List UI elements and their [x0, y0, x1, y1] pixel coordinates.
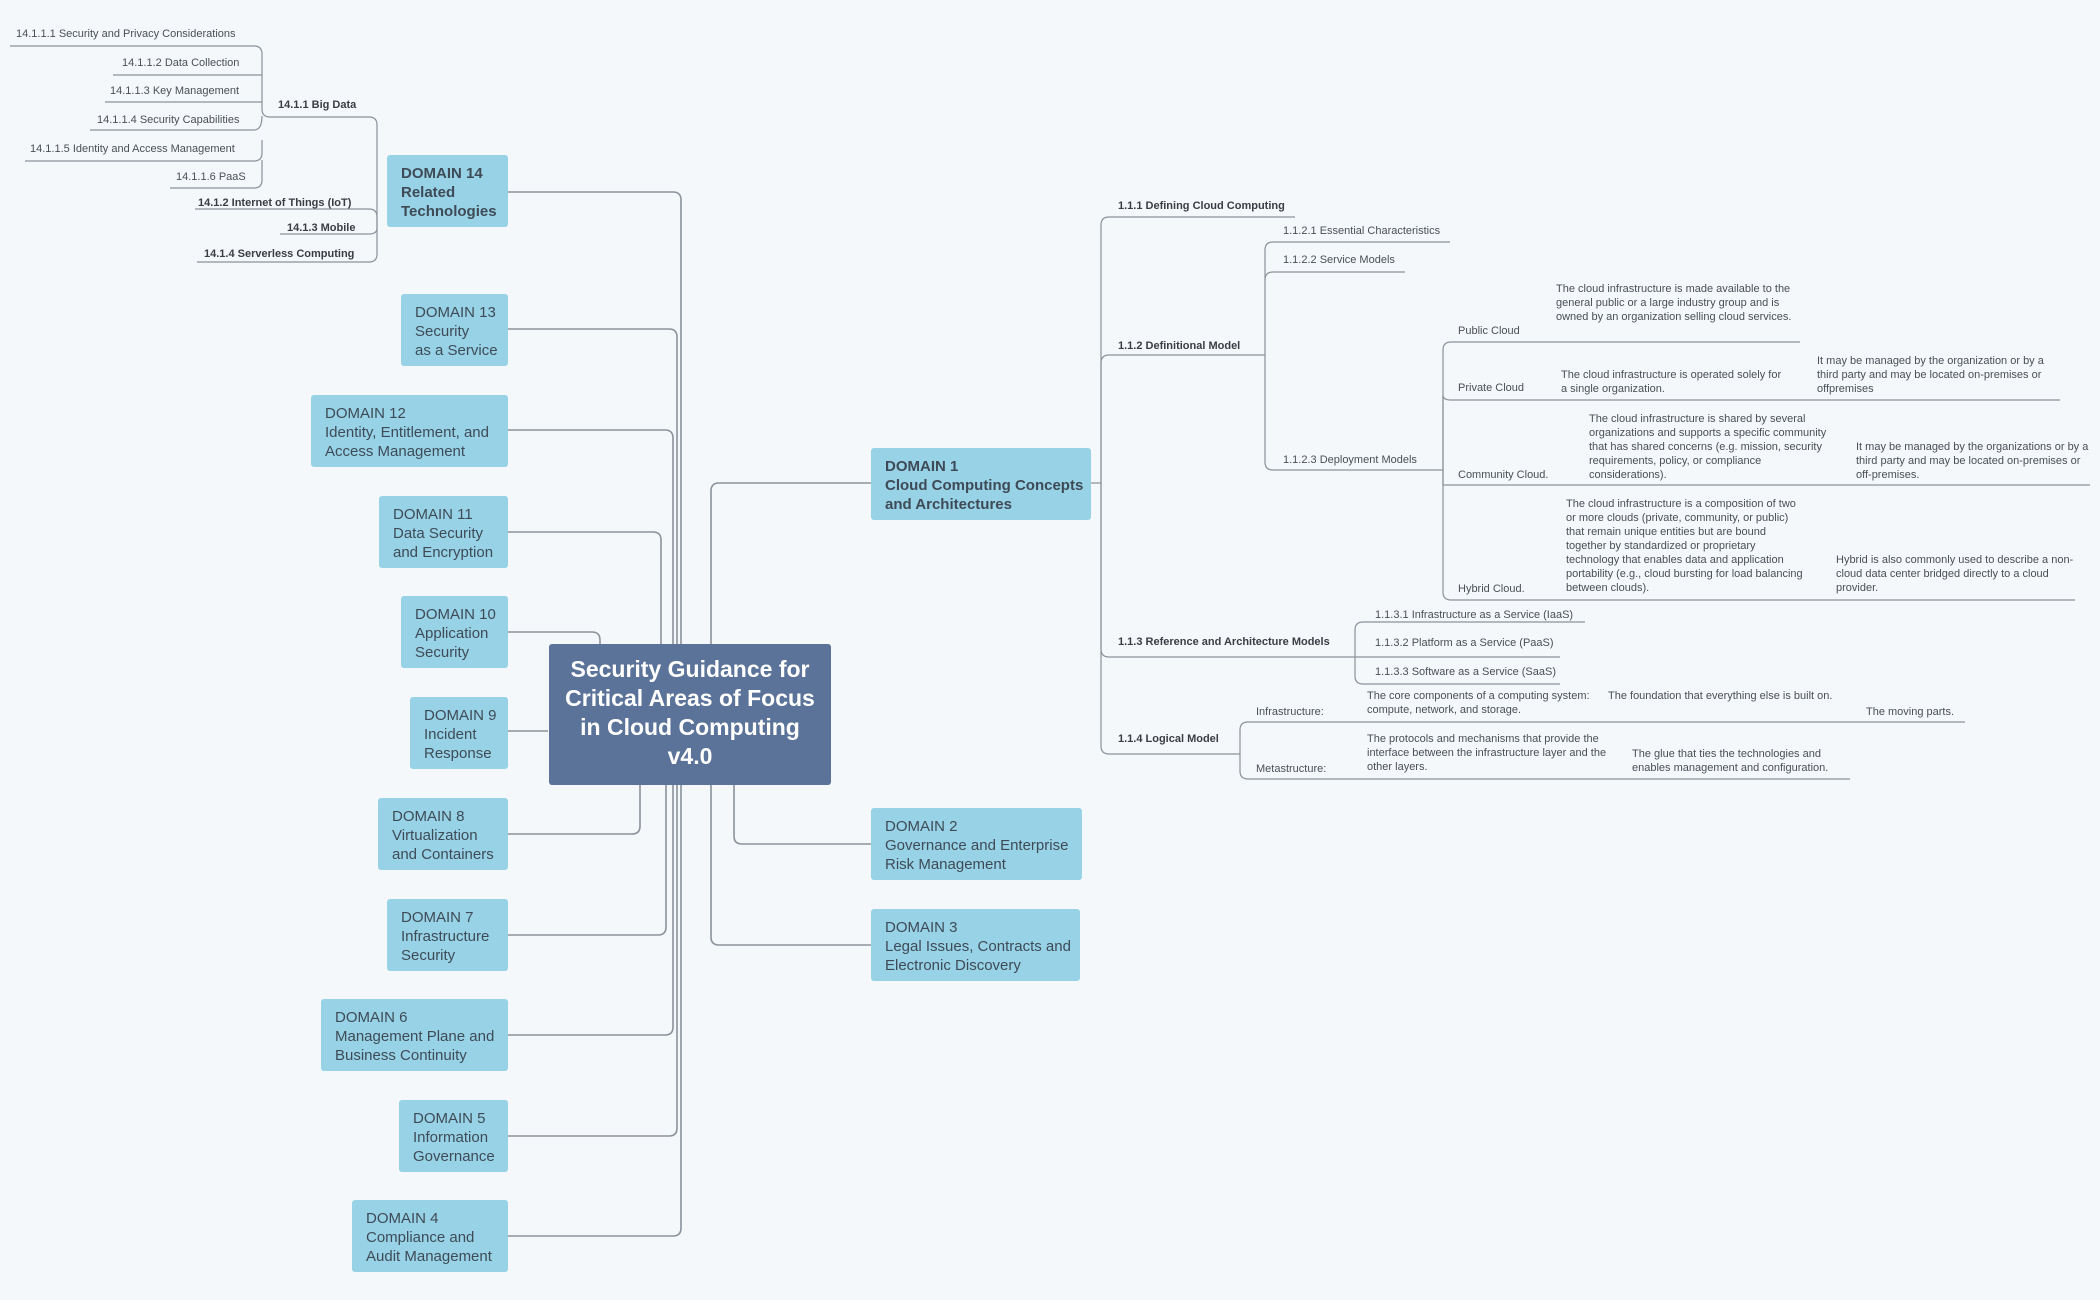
- private-cloud-desc: The cloud infrastructure is operated sol…: [1561, 369, 1782, 395]
- big-data-item[interactable]: 14.1.1.1 Security and Privacy Considerat…: [16, 28, 236, 40]
- domain-6-title-line1: Management Plane and: [335, 1028, 495, 1045]
- domain-2-node[interactable]: DOMAIN 2 Governance and Enterprise Risk …: [871, 808, 1082, 880]
- domain-7-node[interactable]: DOMAIN 7 Infrastructure Security: [387, 899, 508, 971]
- big-data-item[interactable]: 14.1.1.3 Key Management: [110, 85, 240, 97]
- metastructure-label[interactable]: Metastructure:: [1256, 763, 1327, 775]
- domain-5-title-line2: Governance: [413, 1148, 495, 1165]
- domain-1-title-line1: Cloud Computing Concepts: [885, 477, 1084, 494]
- iot-topic[interactable]: 14.1.2 Internet of Things (IoT): [198, 197, 352, 209]
- saas-topic[interactable]: 1.1.3.3 Software as a Service (SaaS): [1375, 666, 1556, 678]
- domain-1-number: DOMAIN 1: [885, 458, 959, 475]
- serverless-topic[interactable]: 14.1.4 Serverless Computing: [204, 248, 355, 260]
- domain-8-node[interactable]: DOMAIN 8 Virtualization and Containers: [378, 798, 508, 870]
- domain-8-title-line1: Virtualization: [392, 827, 478, 844]
- domain-10-title-line1: Application: [415, 625, 489, 642]
- domain-1-title-line2: and Architectures: [885, 496, 1012, 513]
- defining-cloud-topic[interactable]: 1.1.1 Defining Cloud Computing: [1118, 200, 1285, 212]
- domain-12-number: DOMAIN 12: [325, 405, 406, 422]
- domain-7-title-line2: Security: [401, 947, 456, 964]
- domain-3-node[interactable]: DOMAIN 3 Legal Issues, Contracts and Ele…: [871, 909, 1080, 981]
- domain-5-title-line1: Information: [413, 1129, 489, 1146]
- hybrid-cloud-desc: The cloud infrastructure is a compositio…: [1566, 498, 1803, 594]
- public-cloud-label[interactable]: Public Cloud: [1458, 325, 1520, 337]
- domain-9-node[interactable]: DOMAIN 9 Incident Response: [410, 697, 508, 769]
- domain-13-title-line2: as a Service: [415, 342, 498, 359]
- definitional-model-topic[interactable]: 1.1.2 Definitional Model: [1118, 340, 1241, 352]
- private-cloud-note: It may be managed by the organization or…: [1817, 355, 2044, 395]
- domain-3-title-line2: Electronic Discovery: [885, 957, 1021, 974]
- domain-4-node[interactable]: DOMAIN 4 Compliance and Audit Management: [352, 1200, 508, 1272]
- domain-10-number: DOMAIN 10: [415, 606, 496, 623]
- domain-5-number: DOMAIN 5: [413, 1110, 486, 1127]
- domain-14-title-line2: Technologies: [401, 203, 497, 220]
- domain-7-number: DOMAIN 7: [401, 909, 474, 926]
- domain-11-node[interactable]: DOMAIN 11 Data Security and Encryption: [379, 496, 508, 568]
- logical-model-topic[interactable]: 1.1.4 Logical Model: [1118, 733, 1219, 745]
- metastructure-desc: The protocols and mechanisms that provid…: [1367, 733, 1607, 773]
- domain-5-node[interactable]: DOMAIN 5 Information Governance: [399, 1100, 508, 1172]
- iaas-topic[interactable]: 1.1.3.1 Infrastructure as a Service (Iaa…: [1375, 609, 1574, 621]
- domain-14-node[interactable]: DOMAIN 14 Related Technologies: [387, 155, 508, 227]
- infrastructure-note-2: The moving parts.: [1866, 706, 1955, 718]
- infrastructure-desc: The core components of a computing syste…: [1367, 690, 1590, 716]
- private-cloud-label[interactable]: Private Cloud: [1458, 382, 1525, 394]
- infrastructure-label[interactable]: Infrastructure:: [1256, 706, 1324, 718]
- domain-6-number: DOMAIN 6: [335, 1009, 408, 1026]
- domain-13-number: DOMAIN 13: [415, 304, 496, 321]
- big-data-item[interactable]: 14.1.1.4 Security Capabilities: [97, 114, 240, 126]
- domain-2-title-line1: Governance and Enterprise: [885, 837, 1069, 854]
- domain-3-number: DOMAIN 3: [885, 919, 958, 936]
- domain-12-title-line2: Access Management: [325, 443, 466, 460]
- domain-8-number: DOMAIN 8: [392, 808, 465, 825]
- central-topic[interactable]: Security Guidance for Critical Areas of …: [549, 644, 831, 785]
- domain-1-node[interactable]: DOMAIN 1 Cloud Computing Concepts and Ar…: [871, 448, 1091, 520]
- reference-models-topic[interactable]: 1.1.3 Reference and Architecture Models: [1118, 636, 1330, 648]
- domain-14-number: DOMAIN 14: [401, 165, 483, 182]
- domain-12-title-line1: Identity, Entitlement, and: [325, 424, 489, 441]
- domain-3-title-line1: Legal Issues, Contracts and: [885, 938, 1071, 955]
- domain-10-node[interactable]: DOMAIN 10 Application Security: [401, 596, 508, 668]
- domain-6-node[interactable]: DOMAIN 6 Management Plane and Business C…: [321, 999, 508, 1071]
- paas-topic[interactable]: 1.1.3.2 Platform as a Service (PaaS): [1375, 637, 1554, 649]
- deployment-models-topic[interactable]: 1.1.2.3 Deployment Models: [1283, 454, 1417, 466]
- big-data-item[interactable]: 14.1.1.6 PaaS: [176, 171, 246, 183]
- essential-characteristics-topic[interactable]: 1.1.2.1 Essential Characteristics: [1283, 225, 1441, 237]
- domain-8-title-line2: and Containers: [392, 846, 494, 863]
- domain-13-node[interactable]: DOMAIN 13 Security as a Service: [401, 294, 508, 366]
- domain-2-number: DOMAIN 2: [885, 818, 958, 835]
- big-data-item[interactable]: 14.1.1.5 Identity and Access Management: [30, 143, 235, 155]
- central-topic-label: Security Guidance for Critical Areas of …: [565, 656, 815, 769]
- domain-13-title-line1: Security: [415, 323, 470, 340]
- domain-2-title-line2: Risk Management: [885, 856, 1006, 873]
- domain-9-title-line2: Response: [424, 745, 492, 762]
- service-models-topic[interactable]: 1.1.2.2 Service Models: [1283, 254, 1395, 266]
- domain-9-title-line1: Incident: [424, 726, 477, 743]
- big-data-topic[interactable]: 14.1.1 Big Data: [278, 99, 357, 111]
- domain-9-number: DOMAIN 9: [424, 707, 497, 724]
- mobile-topic[interactable]: 14.1.3 Mobile: [287, 222, 356, 234]
- big-data-item[interactable]: 14.1.1.2 Data Collection: [122, 57, 240, 69]
- metastructure-note: The glue that ties the technologies and …: [1632, 748, 1829, 774]
- infrastructure-note: The foundation that everything else is b…: [1608, 690, 1833, 702]
- domain-14-title-line1: Related: [401, 184, 456, 201]
- community-cloud-note: It may be managed by the organizations o…: [1856, 441, 2089, 481]
- domain-11-title-line1: Data Security: [393, 525, 484, 542]
- domain-10-title-line2: Security: [415, 644, 470, 661]
- community-cloud-label[interactable]: Community Cloud.: [1458, 469, 1549, 481]
- public-cloud-desc: The cloud infrastructure is made availab…: [1556, 283, 1792, 323]
- domain-4-title-line1: Compliance and: [366, 1229, 475, 1246]
- domain-11-number: DOMAIN 11: [393, 506, 473, 523]
- domain-4-number: DOMAIN 4: [366, 1210, 439, 1227]
- domain-12-node[interactable]: DOMAIN 12 Identity, Entitlement, and Acc…: [311, 395, 508, 467]
- domain-7-title-line1: Infrastructure: [401, 928, 490, 945]
- hybrid-cloud-note: Hybrid is also commonly used to describe…: [1836, 554, 2074, 594]
- community-cloud-desc: The cloud infrastructure is shared by se…: [1589, 413, 1827, 481]
- hybrid-cloud-label[interactable]: Hybrid Cloud.: [1458, 583, 1525, 595]
- domain-11-title-line2: and Encryption: [393, 544, 494, 561]
- domain-6-title-line2: Business Continuity: [335, 1047, 467, 1064]
- domain-4-title-line2: Audit Management: [366, 1248, 492, 1265]
